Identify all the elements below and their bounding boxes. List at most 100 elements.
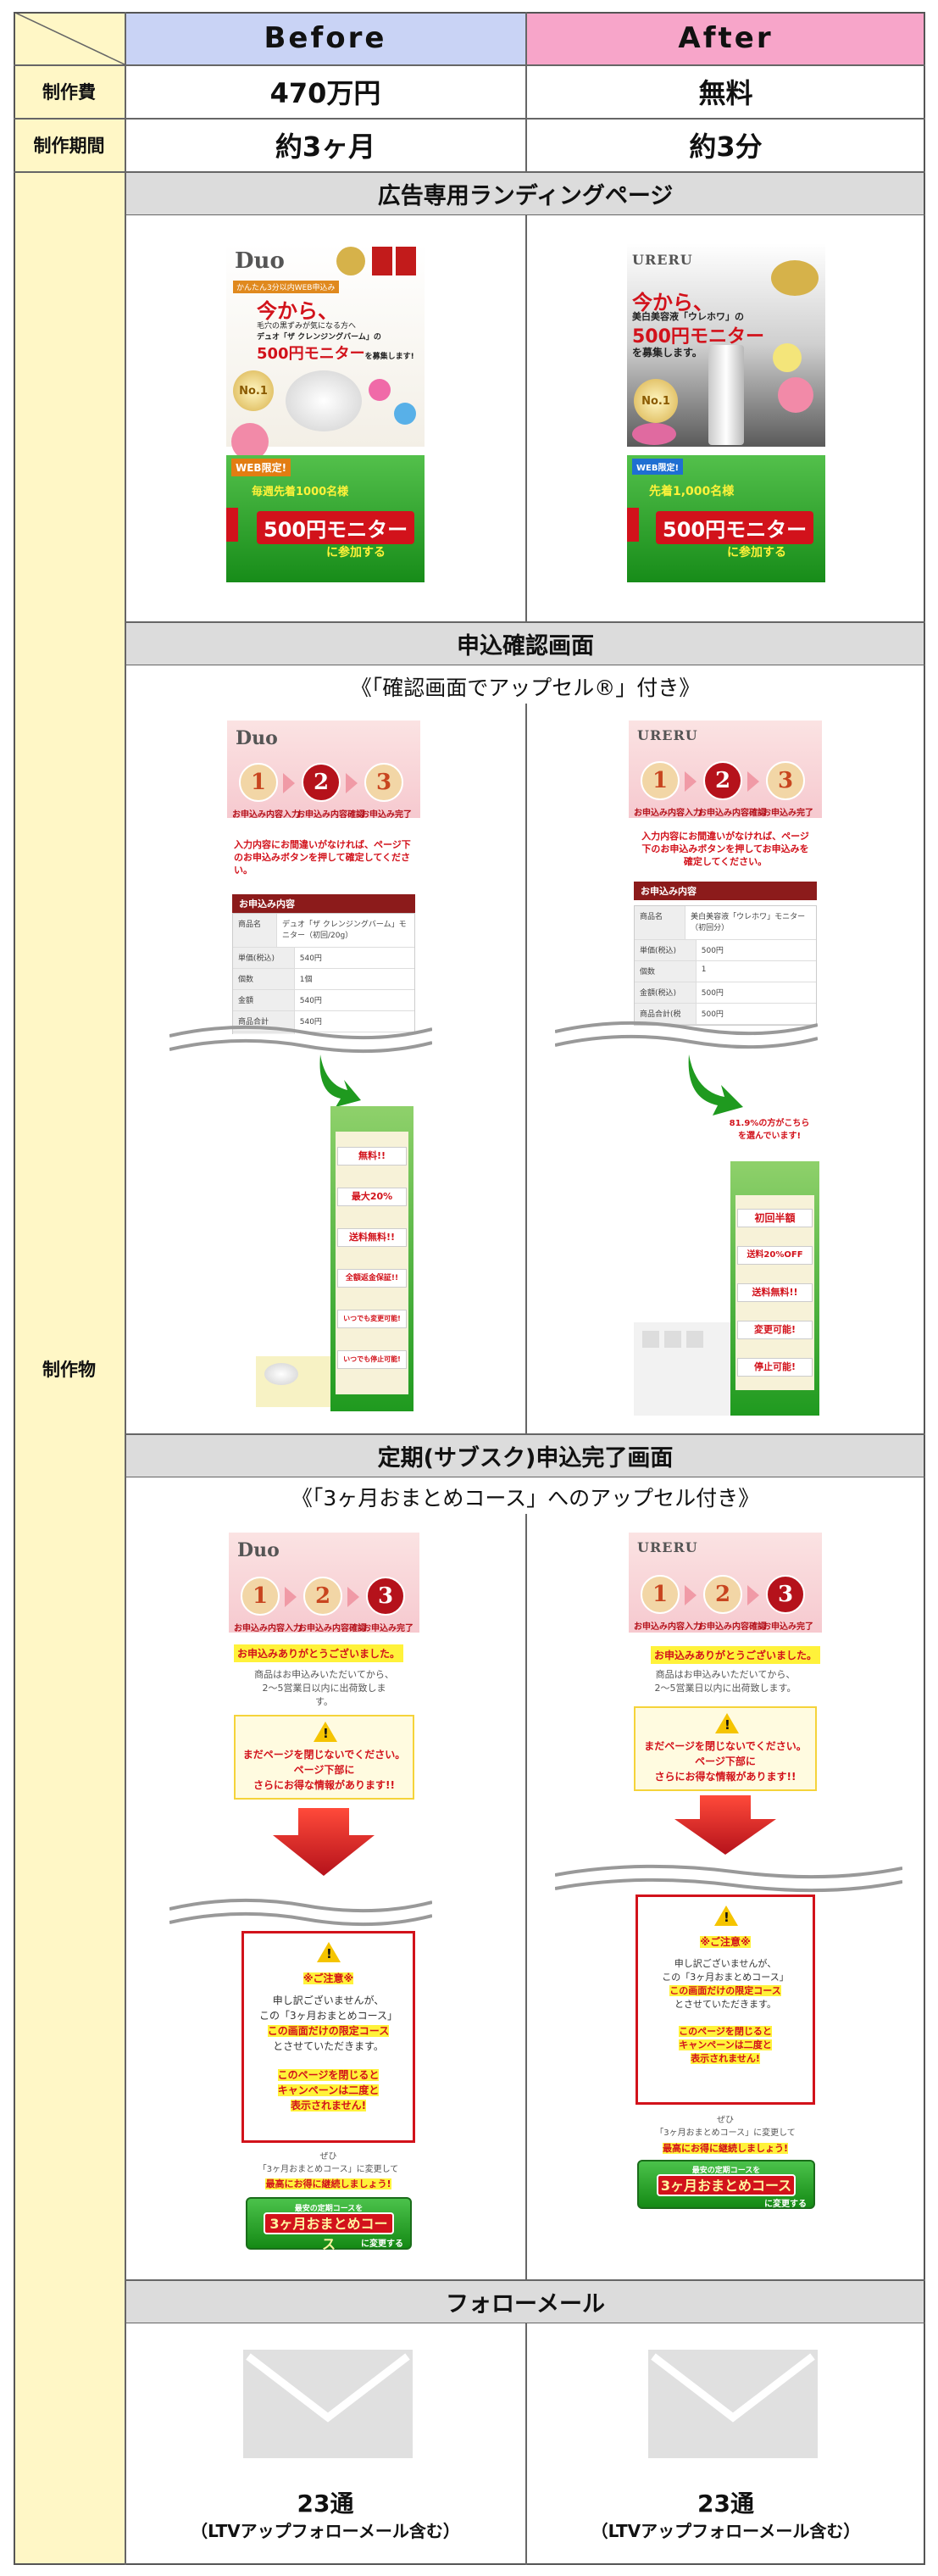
order-table-title: お申込み内容 bbox=[634, 882, 817, 900]
table-value: 540円 bbox=[299, 1018, 322, 1027]
column-divider bbox=[525, 704, 527, 1434]
warning-line-2: ページ下部に bbox=[293, 1764, 355, 1776]
step-3-indicator: 3 bbox=[766, 761, 805, 800]
period-after: 約3分 bbox=[689, 131, 763, 163]
upsell-button-sub: に変更する bbox=[361, 2239, 403, 2249]
row-divider bbox=[125, 214, 925, 215]
lp-after-screenshot: URERU 今から、 美白美容液「ウレホワ」の 500円モニター を募集します。… bbox=[627, 243, 825, 582]
table-key: 単価(税込) bbox=[233, 948, 295, 968]
warning-triangle-icon bbox=[714, 1906, 738, 1926]
lp-after-price: 500円 bbox=[632, 326, 690, 348]
column-header-before: Before bbox=[125, 12, 525, 64]
green-arrow-icon bbox=[688, 1054, 743, 1116]
serum-bottle-image bbox=[708, 345, 744, 445]
notice-title: ※ご注意※ bbox=[700, 1936, 751, 1948]
lp-before-cta-button[interactable]: 500円モニター bbox=[257, 511, 415, 544]
warning-line-3: さらにお得な情報があります!! bbox=[253, 1779, 395, 1791]
table-key: 個数 bbox=[233, 969, 295, 989]
pink-badge-icon bbox=[369, 379, 391, 401]
notice-line: この「3ヶ月おまとめコース」 bbox=[662, 1972, 789, 1983]
page-break-wave bbox=[169, 1025, 432, 1054]
notice-highlight: このページを閉じると bbox=[277, 2069, 380, 2081]
table-row: 商品名デュオ「ザ クレンジングバーム」モニター（初回/20g） bbox=[233, 914, 414, 948]
confirm-after-instruction: 入力内容にお間違いがなければ、ページ下のお申込みボタンを押してお申込みを確定して… bbox=[641, 831, 809, 867]
row-divider bbox=[14, 171, 925, 173]
lp-before-badge: かんたん3分以内WEB申込み bbox=[233, 281, 339, 293]
warning-triangle-icon bbox=[715, 1713, 739, 1733]
notice-highlight: この画面だけの限定コース bbox=[267, 2025, 390, 2037]
pink-badge-icon bbox=[778, 377, 813, 413]
lp-after-monitor: モニター bbox=[689, 326, 764, 348]
step-arrow-icon bbox=[285, 1587, 297, 1607]
warning-line-1: まだページを閉じないでください。 bbox=[644, 1740, 807, 1752]
confirm-before-screenshot: Duo 1 2 3 お申込み内容入力 お申込み内容確認 お申込み完了 入力内容に… bbox=[227, 721, 420, 1034]
step-1-indicator: 1 bbox=[239, 763, 278, 802]
product-thumbnail bbox=[634, 1322, 730, 1416]
confirm-before-logo: Duo bbox=[236, 727, 278, 749]
lp-after-headline: 今から、 bbox=[632, 291, 713, 314]
lp-before-headline: 今から、 bbox=[257, 299, 338, 323]
column-header-after: After bbox=[526, 12, 925, 64]
upsell-button-top: 最安の定期コースを bbox=[691, 2167, 761, 2175]
step-arrow-icon bbox=[346, 773, 358, 793]
lp-after-cta-line: 先着1,000名様 bbox=[649, 485, 735, 498]
step-1-label: お申込み内容入力 bbox=[634, 809, 702, 818]
warning-line-3: さらにお得な情報があります!! bbox=[654, 1771, 796, 1783]
blue-badge-icon bbox=[394, 403, 416, 425]
notice-line: この「3ヶ月おまとめコース」 bbox=[258, 2010, 398, 2022]
product-thumbnail bbox=[256, 1356, 330, 1407]
offer-item: 送料無料!! bbox=[337, 1228, 407, 1247]
page-break-wave bbox=[555, 1021, 818, 1049]
column-divider bbox=[525, 12, 527, 172]
offer-item: 停止可能! bbox=[737, 1358, 813, 1377]
section-title-confirm: 申込確認画面 bbox=[125, 622, 925, 665]
cost-before: 470万円 bbox=[269, 77, 381, 109]
lp-before-cta-line: 毎週先着1000名様 bbox=[252, 486, 349, 498]
ribbon-icon bbox=[396, 247, 416, 275]
lp-before-rank-badge: No.1 bbox=[233, 370, 274, 411]
table-row: 単価(税込)500円 bbox=[635, 940, 816, 961]
lp-after-cta-button[interactable]: 500円モニター bbox=[656, 511, 814, 544]
table-key: 送料 bbox=[233, 1032, 295, 1034]
row-divider bbox=[14, 118, 925, 120]
row-label-cost: 制作費 bbox=[14, 65, 125, 118]
step-arrow-icon bbox=[747, 771, 759, 792]
green-arrow-icon bbox=[319, 1054, 361, 1107]
confirm-after-logo: URERU bbox=[637, 727, 698, 743]
table-row: 商品名美白美容液「ウレホワ」モニター（初回分） bbox=[635, 906, 816, 940]
section-title-mail: フォローメール bbox=[125, 2280, 925, 2323]
warning-line-2: ページ下部に bbox=[695, 1755, 756, 1767]
mail-count-after: 23通 bbox=[697, 2490, 754, 2518]
table-value: 美白美容液「ウレホワ」モニター（初回分） bbox=[691, 913, 806, 932]
step-2-label: お申込み内容確認 bbox=[698, 809, 766, 818]
step-2-label: お申込み内容確認 bbox=[297, 810, 364, 820]
corner-cell bbox=[14, 12, 125, 64]
change-highlight: 最高にお得に継続しましょう! bbox=[662, 2143, 788, 2154]
step-1-indicator: 1 bbox=[641, 1575, 680, 1614]
exclamation-mark: ! bbox=[724, 1717, 730, 1733]
table-key: 金額(税込) bbox=[635, 982, 697, 1003]
pink-badge-icon bbox=[632, 423, 676, 445]
offer-item: 最大20% bbox=[337, 1188, 407, 1206]
section-title-lp: 広告専用ランディングページ bbox=[125, 172, 925, 214]
step-3-indicator: 3 bbox=[366, 1577, 405, 1616]
upsell-button-top: 最安の定期コースを bbox=[294, 2205, 364, 2213]
confirm-before-offer-panel: 無料!! 最大20% 送料無料!! 全額返金保証!! いつでも変更可能! いつで… bbox=[330, 1106, 413, 1411]
shipping-note: 商品はお申込みいただいてから、2〜5営業日以内に出荷致します。 bbox=[254, 1669, 394, 1707]
lp-before-offer: 500円モニターを募集します! bbox=[257, 342, 414, 364]
step-3-label: お申込み完了 bbox=[763, 1622, 813, 1632]
page-break-wave bbox=[169, 1898, 432, 1927]
upsell-button-before[interactable]: 最安の定期コースを 3ヶ月おまとめコース に変更する bbox=[246, 2197, 412, 2252]
complete-before-logo: Duo bbox=[237, 1539, 280, 1561]
step-2-indicator: 2 bbox=[703, 761, 742, 800]
upsell-button-after[interactable]: 最安の定期コースを 3ヶ月おまとめコース に変更する bbox=[637, 2160, 815, 2209]
section-note-complete: 《「3ヶ月おまとめコース」へのアップセル付き》 bbox=[291, 1486, 760, 1511]
table-value: 500円 bbox=[701, 1010, 724, 1019]
table-value: 500円 bbox=[701, 947, 724, 955]
step-1-indicator: 1 bbox=[241, 1577, 280, 1616]
lp-after-cta-sub: に参加する bbox=[727, 546, 786, 559]
table-key: 金額 bbox=[233, 990, 295, 1010]
confirm-before-instruction: 入力内容にお間違いがなければ、ページ下のお申込みボタンを押して確定してください。 bbox=[234, 839, 411, 876]
